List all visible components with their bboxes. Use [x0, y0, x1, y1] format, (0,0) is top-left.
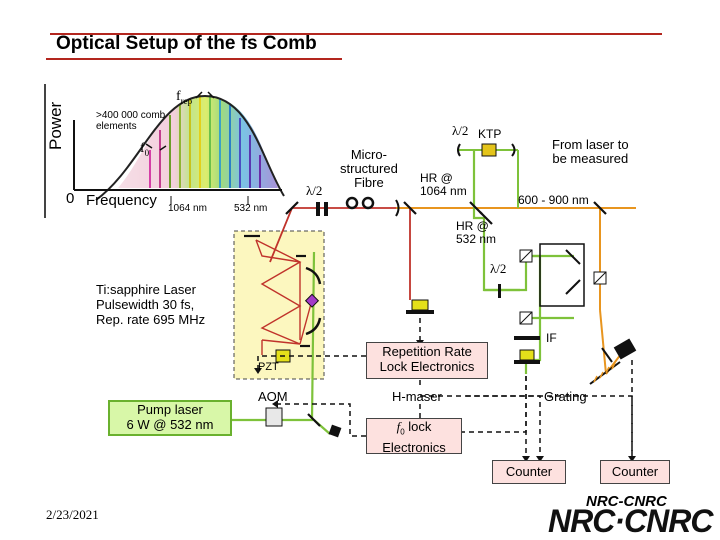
hr-1064-label: HR @1064 nm [420, 171, 467, 198]
wl-532-label: 532 nm [234, 203, 268, 214]
title-top-rule [50, 33, 662, 35]
page-title: Optical Setup of the fs Comb [56, 33, 317, 54]
fibre-coil-2 [361, 196, 375, 210]
nrc-logo-small: NRC-CNRC [586, 493, 667, 510]
delay-mirror-2 [565, 279, 581, 295]
photodetector-rep-base [406, 310, 434, 314]
delay-line-box [539, 243, 585, 307]
f0-label: f0 [140, 141, 150, 158]
cavity-beams [255, 239, 313, 355]
slit-right [601, 347, 613, 363]
delay-mirror-1 [565, 249, 581, 265]
lens-2 [511, 143, 516, 157]
curved-mirror-1 [305, 266, 322, 285]
lambda2-fibre-label: λ/2 [306, 183, 323, 198]
inset-y-label: Power [46, 101, 65, 150]
nrc-logo-large: NRC·CNRC [548, 503, 713, 539]
curved-mirror-2 [305, 317, 322, 336]
aom-label: AOM [258, 389, 288, 404]
waveplate-mid [498, 284, 501, 298]
beamsplitter-2-diag [519, 311, 533, 325]
waveplate-fibre-1 [316, 202, 320, 216]
beam-dump [328, 424, 342, 438]
if-filter [514, 336, 540, 340]
counter-2-box: Counter [600, 460, 670, 484]
lambda2-ktp-label: λ/2 [452, 123, 469, 138]
photodetector-f0-base [514, 360, 540, 364]
inset-x-label: Frequency [86, 192, 157, 209]
beamsplitter-1-diag [519, 249, 533, 263]
comb-envelope-fill [118, 96, 278, 188]
lens-3 [457, 143, 461, 157]
lens-1 [395, 199, 400, 217]
frep-marker [195, 91, 215, 99]
pzt-label: PZT [258, 361, 279, 373]
electronic-connections [257, 318, 633, 456]
slide-date: 2/23/2021 [46, 507, 99, 522]
mirrors [244, 201, 607, 427]
aom-element [265, 407, 283, 427]
if-label: IF [546, 331, 557, 345]
waveplate-fibre-2 [324, 202, 328, 216]
title-underline [46, 58, 342, 60]
frep-label: frep [176, 89, 193, 106]
wl-1064-label: 1064 nm [168, 203, 207, 214]
comb-lines [149, 95, 261, 188]
ktp-label: KTP [478, 127, 502, 141]
h-maser-label: H-maser [392, 389, 442, 404]
logo-area [548, 508, 720, 540]
photodetector-rep [411, 299, 429, 311]
inset-origin: 0 [66, 190, 75, 207]
range-label: 600 - 900 nm [518, 193, 589, 207]
lambda2-mid-label: λ/2 [490, 261, 507, 276]
beamsplitter-3-diag [593, 271, 607, 285]
detector-right [613, 338, 637, 360]
hr-532-label: HR @532 nm [456, 219, 497, 246]
f0-marker [145, 143, 167, 151]
counter-1-box: Counter [492, 460, 566, 484]
photodetector-f0 [519, 349, 535, 361]
ktp-crystal [481, 143, 497, 157]
fibre-coil-1 [345, 196, 359, 210]
grating-teeth [593, 362, 616, 383]
grating-label: Grating [544, 389, 587, 404]
comb-envelope-curve [95, 94, 285, 201]
inset-left-edge [44, 84, 46, 218]
ti-sapphire-crystal [304, 293, 320, 308]
